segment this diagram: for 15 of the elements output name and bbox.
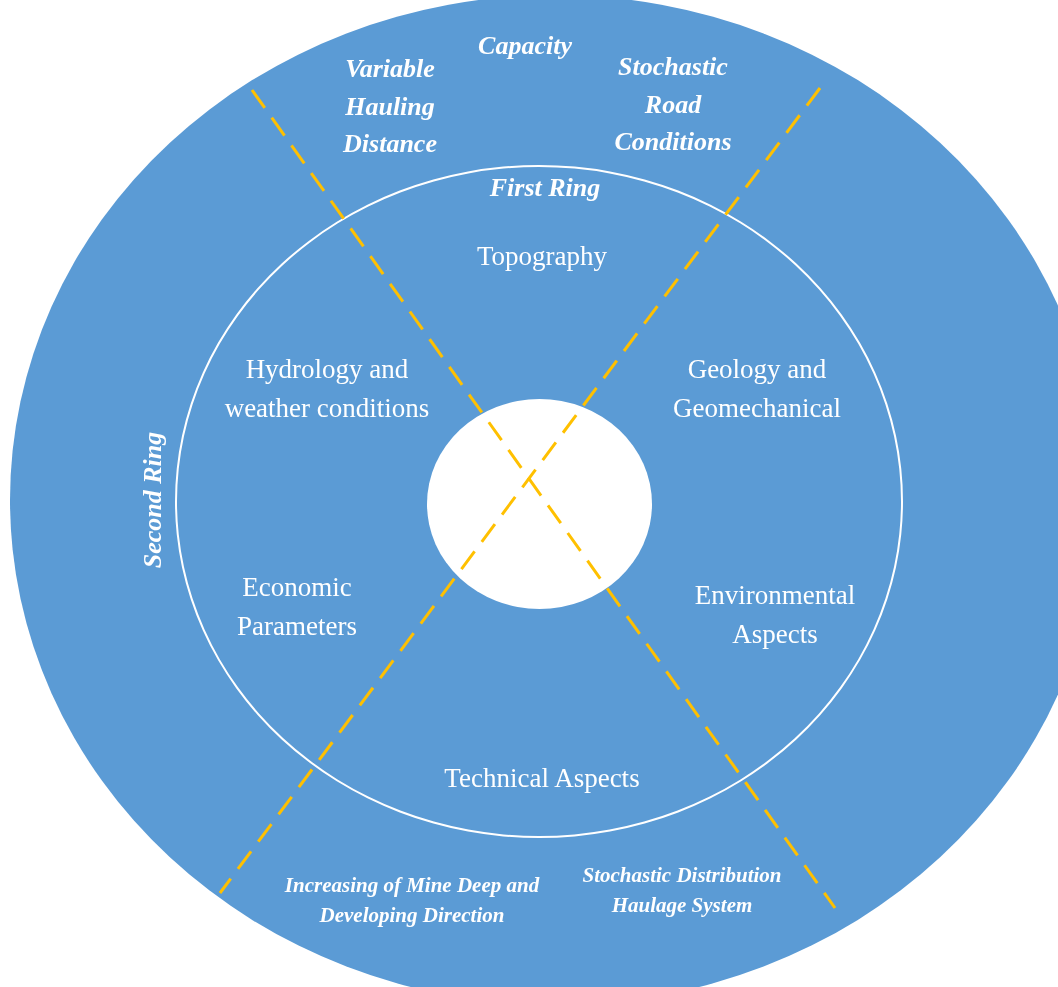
- ring-heading: Second Ring: [137, 431, 169, 569]
- factor-label: Topography: [475, 240, 609, 274]
- ring-heading: Stochastic Road Conditions: [613, 51, 733, 159]
- factor-label: Economic Parameters: [236, 570, 358, 643]
- factor-label: Technical Aspects: [443, 762, 641, 796]
- factor-label: Hydrology and weather conditions: [223, 352, 431, 425]
- inner-ring: [175, 165, 903, 838]
- factor-label: Environmental Aspects: [693, 578, 857, 651]
- ring-heading: Capacity: [477, 30, 573, 63]
- ring-heading: Variable Hauling Distance: [342, 53, 438, 161]
- factor-label: Geology and Geomechanical: [672, 352, 842, 425]
- ring-heading: Stochastic Distribution Haulage System: [581, 861, 783, 919]
- outer-ring: [10, 0, 1058, 987]
- ring-heading: First Ring: [488, 172, 602, 205]
- ring-heading: Increasing of Mine Deep and Developing Direction: [283, 871, 541, 929]
